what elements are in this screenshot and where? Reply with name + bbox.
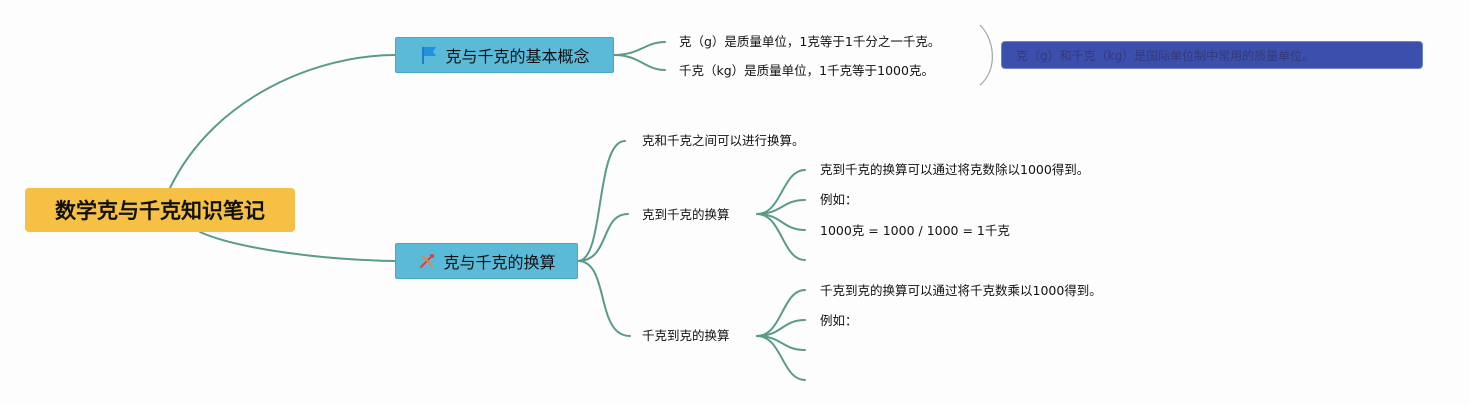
concept-gram[interactable]: 克（g）是质量单位，1克等于1千分之一千克。 — [679, 34, 941, 49]
summary-note-text: 克（g）和千克（kg）是国际单位制中常用的质量单位。 — [1016, 48, 1315, 63]
connector-sub2-leaf4 — [756, 335, 806, 381]
branch-basic-concepts-label: 克与千克的基本概念 — [445, 47, 590, 66]
concept-kilogram[interactable]: 千克（kg）是质量单位，1千克等于1000克。 — [679, 63, 934, 78]
kg-to-g-rule[interactable]: 千克到克的换算可以通过将千克数乘以1000得到。 — [820, 283, 1102, 298]
g-to-kg-example[interactable]: 1000克 = 1000 / 1000 = 1千克 — [820, 223, 1010, 238]
conversion-intro[interactable]: 克和千克之间可以进行换算。 — [642, 133, 805, 148]
connector-branch2-sub1 — [577, 213, 629, 262]
topic-g-to-kg[interactable]: 克到千克的换算 — [642, 207, 730, 222]
branch-conversion-label: 克与千克的换算 — [443, 253, 556, 272]
flag-icon — [422, 47, 437, 64]
connector-branch1-leaf1 — [613, 41, 666, 56]
tools-icon — [420, 254, 435, 268]
summary-note[interactable]: 克（g）和千克（kg）是国际单位制中常用的质量单位。 — [1001, 41, 1423, 69]
connector-branch1-leaf2 — [613, 54, 666, 71]
branch-conversion[interactable]: 克与千克的换算 — [395, 243, 578, 279]
connector-branch2-intro — [577, 140, 626, 262]
connector-branch2-sub2 — [577, 260, 631, 337]
topic-kg-to-g[interactable]: 千克到克的换算 — [642, 328, 730, 343]
root-topic[interactable]: 数学克与千克知识笔记 — [25, 188, 295, 232]
kg-to-g-example-label[interactable]: 例如： — [820, 313, 858, 328]
connector-root-branch2 — [199, 231, 396, 262]
summary-bracket — [979, 24, 993, 86]
branch-basic-concepts[interactable]: 克与千克的基本概念 — [395, 37, 614, 73]
connector-root-branch1 — [169, 54, 396, 189]
g-to-kg-rule[interactable]: 克到千克的换算可以通过将克数除以1000得到。 — [820, 162, 1090, 177]
connector-sub1-leaf4 — [756, 213, 806, 261]
root-topic-label: 数学克与千克知识笔记 — [55, 199, 265, 223]
g-to-kg-example-label[interactable]: 例如： — [820, 192, 858, 207]
